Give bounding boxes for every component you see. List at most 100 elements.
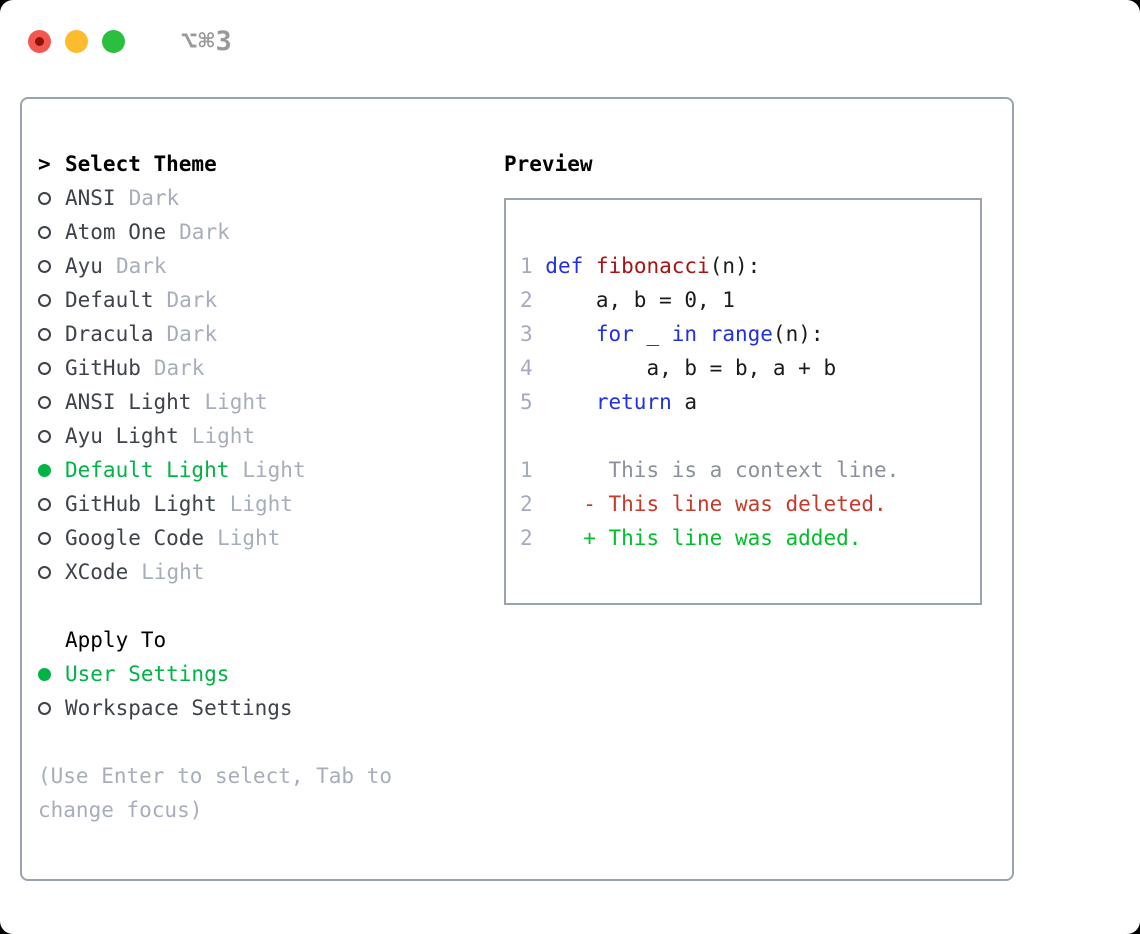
option-label: Workspace Settings [65, 696, 293, 720]
apply-option-workspace-settings[interactable]: Workspace Settings [38, 691, 504, 725]
radio-marker-cell [38, 565, 65, 579]
option-variant-label: Light [242, 458, 306, 482]
radio-unselected-icon [38, 327, 51, 341]
code-token-plain [545, 322, 596, 346]
radio-selected-icon [38, 667, 51, 681]
option-variant-label: Light [141, 560, 205, 584]
radio-marker-cell [38, 429, 65, 443]
radio-unselected-icon [38, 361, 51, 375]
option-label: Atom One [65, 220, 167, 244]
option-variant-label: Dark [115, 254, 167, 278]
theme-option-xcode[interactable]: XCode Light [38, 555, 504, 589]
option-variant-label: Light [229, 492, 293, 516]
line-number: 5 [520, 390, 546, 414]
code-line: 2 a, b = 0, 1 [520, 283, 980, 317]
window-shortcut-label: ⌥⌘3 [181, 26, 233, 57]
radio-selected-icon [38, 463, 51, 477]
theme-list-title: Select Theme [65, 152, 217, 176]
line-number: 2 [520, 288, 546, 312]
code-token-keyword: for [595, 322, 634, 346]
radio-marker-cell [38, 701, 65, 715]
option-variant-label: Dark [153, 356, 205, 380]
radio-marker-cell [38, 191, 65, 205]
close-button[interactable] [28, 30, 51, 53]
radio-marker-cell [38, 463, 65, 477]
apply-option-user-settings[interactable]: User Settings [38, 657, 504, 691]
code-token-plain: _ [633, 322, 672, 346]
radio-unselected-icon [38, 429, 51, 443]
option-label: Google Code [65, 526, 205, 550]
radio-marker-cell [38, 259, 65, 273]
prompt-icon: > [38, 152, 51, 176]
code-line: 5 return a [520, 385, 980, 419]
preview-title: Preview [504, 152, 593, 176]
zoom-button[interactable] [102, 30, 125, 53]
code-line: 1 def fibonacci(n): [520, 249, 980, 283]
code-token-plain [697, 322, 710, 346]
radio-unselected-icon [38, 497, 51, 511]
option-label: ANSI [65, 186, 116, 210]
option-label: XCode [65, 560, 129, 584]
option-label: User Settings [65, 662, 230, 686]
radio-unselected-icon [38, 259, 51, 273]
option-variant-label: Light [204, 390, 268, 414]
code-token-plain: (n): [772, 322, 824, 346]
help-text: (Use Enter to select, Tab to change focu… [38, 764, 393, 822]
spacer [38, 589, 504, 623]
radio-unselected-icon [38, 531, 51, 545]
line-number: 3 [520, 322, 546, 346]
option-variant-label: Dark [166, 322, 218, 346]
code-token-keyword: def [545, 254, 584, 278]
code-token-plain [583, 254, 596, 278]
theme-option-atom-one[interactable]: Atom One Dark [38, 215, 504, 249]
theme-option-github-light[interactable]: GitHub Light Light [38, 487, 504, 521]
theme-option-ansi-light[interactable]: ANSI Light Light [38, 385, 504, 419]
minimize-button[interactable] [65, 30, 88, 53]
option-label: Default Light [65, 458, 230, 482]
theme-option-google-code[interactable]: Google Code Light [38, 521, 504, 555]
option-label: GitHub [65, 356, 141, 380]
radio-marker-cell [38, 497, 65, 511]
line-number: 2 [520, 492, 546, 516]
option-label: GitHub Light [65, 492, 217, 516]
radio-unselected-icon [38, 395, 51, 409]
radio-marker-cell [38, 531, 65, 545]
radio-marker-cell [38, 327, 65, 341]
radio-marker-cell [38, 361, 65, 375]
theme-list-header-row: > Select Theme [38, 147, 504, 181]
line-number: 1 [520, 254, 546, 278]
line-number: 1 [520, 458, 546, 482]
code-token-plain: a [671, 390, 698, 414]
theme-option-dracula[interactable]: Dracula Dark [38, 317, 504, 351]
option-variant-label: Dark [179, 220, 230, 244]
code-token-keyword: in [671, 322, 698, 346]
theme-option-github[interactable]: GitHub Dark [38, 351, 504, 385]
apply-to-title: Apply To [65, 628, 167, 652]
radio-unselected-icon [38, 565, 51, 579]
option-label: ANSI Light [65, 390, 192, 414]
option-variant-label: Light [217, 526, 281, 550]
diff-text-context: This is a context line. [545, 458, 900, 482]
radio-unselected-icon [38, 191, 51, 205]
preview-column: Preview 1 def fibonacci(n):2 a, b = 0, 1… [504, 147, 994, 879]
option-label: Dracula [65, 322, 154, 346]
radio-unselected-icon [38, 225, 51, 239]
diff-line-deleted: 2 - This line was deleted. [520, 487, 980, 521]
code-token-plain: a, b = 0, 1 [545, 288, 735, 312]
line-number: 2 [520, 526, 546, 550]
radio-unselected-icon [38, 701, 51, 715]
code-token-keyword: return [595, 390, 672, 414]
theme-option-default-light[interactable]: Default Light Light [38, 453, 504, 487]
spacer [38, 725, 504, 759]
